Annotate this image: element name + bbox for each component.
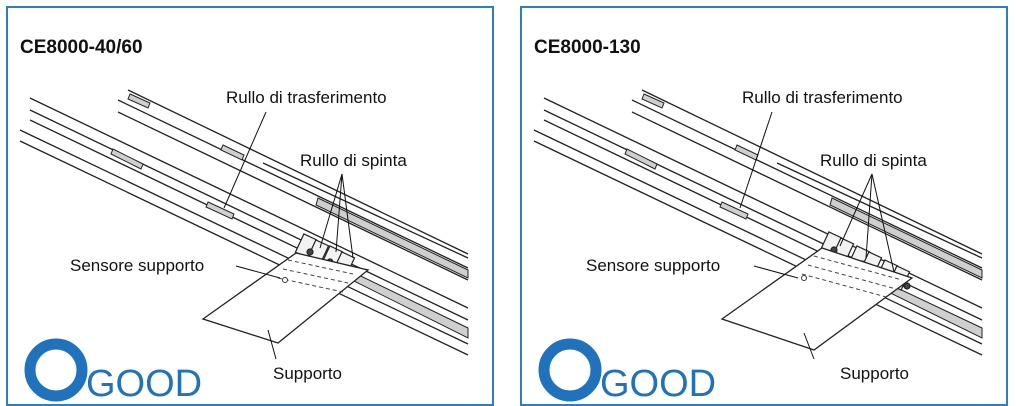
transfer-roller-label: Rullo di trasferimento <box>742 88 903 107</box>
media-sensor-dot <box>282 277 288 283</box>
sensor-guide-lines <box>801 255 903 299</box>
media-label: Supporto <box>273 364 342 383</box>
model-title: CE8000-130 <box>534 37 641 58</box>
push-roller-label: Rullo di spinta <box>820 151 927 170</box>
good-circle-icon <box>24 338 88 402</box>
good-status: GOOD <box>600 363 716 405</box>
rail-lines <box>19 89 469 356</box>
leader-lines <box>223 111 354 360</box>
transfer-roller-label: Rullo di trasferimento <box>226 88 387 107</box>
media-sensor-label: Sensore supporto <box>70 256 204 275</box>
media-sensor-label: Sensore supporto <box>586 256 720 275</box>
rail-lines <box>533 89 983 356</box>
plotter-diagram-40-60: Rullo di trasferimento Rullo di spinta S… <box>19 88 469 405</box>
good-circle-icon <box>538 338 602 402</box>
model-title: CE8000-40/60 <box>20 37 143 58</box>
good-status: GOOD <box>86 363 202 405</box>
panel-ce8000-130: Rullo di trasferimento Rullo di spinta S… <box>520 6 1008 406</box>
plotter-diagram-130: Rullo di trasferimento Rullo di spinta S… <box>533 88 983 405</box>
media-sensor-dot <box>801 275 807 281</box>
gray-bands <box>624 93 983 339</box>
media-sheet <box>201 252 370 344</box>
gray-bands <box>110 93 469 339</box>
media-label: Supporto <box>840 364 909 383</box>
leader-lines <box>739 111 895 360</box>
media-sheet <box>720 247 914 351</box>
push-roller-label: Rullo di spinta <box>300 151 407 170</box>
panel-ce8000-40-60: Rullo di trasferimento Rullo di spinta S… <box>6 6 494 406</box>
